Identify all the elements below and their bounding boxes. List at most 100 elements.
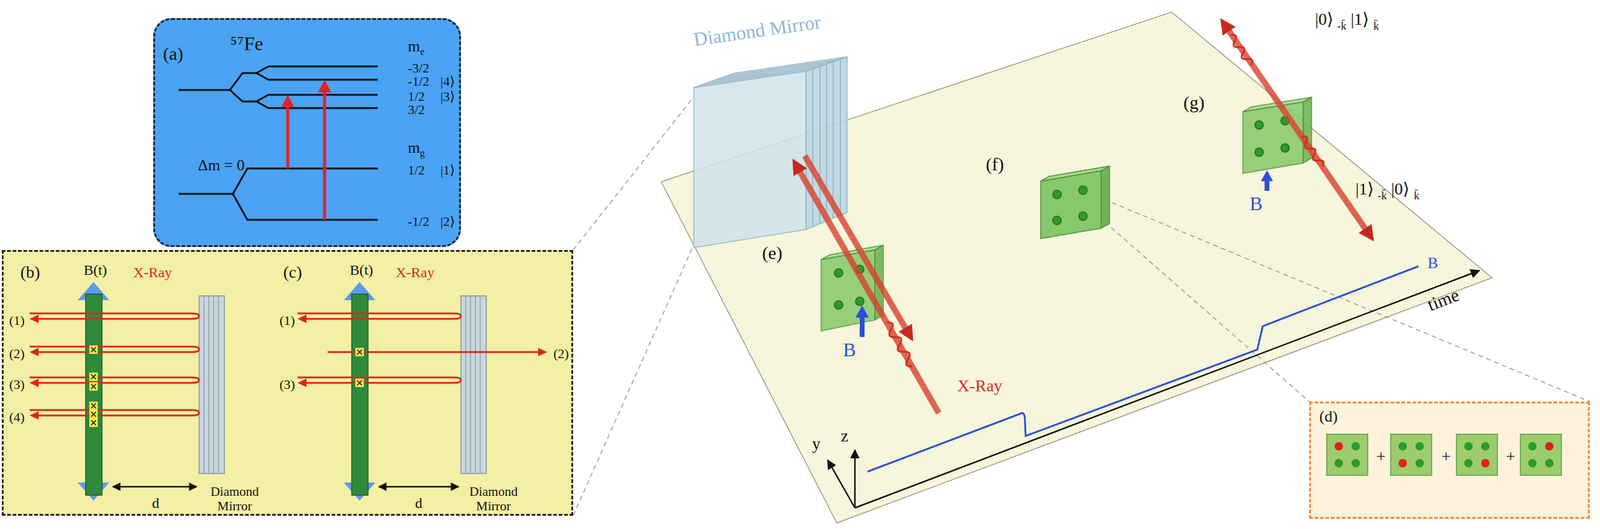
field-label-slot: B(t): [349, 261, 374, 278]
spin-projection: -1/2: [407, 214, 429, 229]
panel-tag: (f): [985, 153, 1004, 174]
spin-projection: -3/2: [407, 60, 429, 76]
field-label: B: [1249, 193, 1263, 215]
callout-number: (2): [9, 346, 25, 361]
beam-label: X-Ray: [395, 264, 435, 280]
quantum-number: m: [407, 38, 420, 56]
beam-label-slot: X-Ray: [395, 264, 435, 280]
state-ket-slot: |3⟩: [440, 89, 455, 104]
panel: (d) + + +: [1309, 401, 1590, 519]
photon-marks: [89, 345, 364, 427]
cavity-panels: [1, 249, 574, 516]
selection-rule: Δm = 0: [197, 156, 245, 175]
plus-sign-slot: +: [1441, 447, 1451, 466]
mode-subscript: k̄: [1414, 190, 1420, 203]
panel-tag: (e): [761, 242, 782, 263]
axis-label-slot: y: [812, 434, 821, 454]
panel-tag: (a): [162, 43, 183, 64]
mode-subscript: k̄: [1373, 20, 1380, 33]
quantum-subscript-slot: e: [419, 46, 425, 58]
selection-rule-slot: Δm = 0: [197, 156, 245, 175]
callout-number: (1): [9, 313, 25, 328]
state-ket-slot: |1⟩: [1355, 179, 1375, 199]
plus-sign: +: [1505, 447, 1516, 466]
callout-number-slot: (3): [9, 377, 25, 392]
plus-sign: +: [1441, 447, 1451, 466]
callout-number-slot: (2): [553, 346, 569, 361]
quantum-subscript: e: [419, 46, 425, 58]
field-arrows: [855, 170, 1274, 337]
field-label-slot: B: [842, 339, 856, 361]
panel-tag-slot: (b): [20, 263, 41, 282]
state-ket: |0⟩: [1391, 179, 1410, 199]
state-ket-slot: |1⟩: [440, 162, 455, 178]
field-label: B(t): [83, 261, 108, 278]
beam-label-slot: X-Ray: [133, 264, 172, 280]
state-ket: |0⟩: [1315, 10, 1334, 29]
spin-projection-slot: -3/2: [407, 60, 429, 76]
panel: (b) B(t) X-Ray (1) (2) (3) (4) d Diamond Mirror (…: [1, 249, 574, 516]
field-label: B(t): [349, 261, 374, 278]
panel: (a)⁵⁷Feme-3/2-1/2|4⟩1/2|3⟩3/2Δm = 0mg1/2…: [153, 18, 461, 247]
beam-label: X-Ray: [957, 376, 1003, 396]
panel-tag-slot: (g): [1183, 92, 1205, 113]
spin-projection-slot: 1/2: [407, 162, 425, 178]
state-ket: |2⟩: [440, 214, 455, 229]
panel-tag: (g): [1183, 92, 1205, 113]
panel-tag-slot: (d): [1319, 407, 1338, 426]
state-ket: |4⟩: [440, 74, 455, 89]
state-ket-slot: |1⟩: [1350, 10, 1370, 29]
field-label: B: [1427, 254, 1438, 273]
state-ket-slot: |0⟩: [1391, 179, 1410, 199]
callout-number: (4): [9, 409, 25, 425]
callout-number-slot: (1): [9, 313, 25, 328]
callout-number-slot: (3): [279, 377, 296, 392]
spin-projection: 3/2: [407, 102, 425, 118]
mirror-label: Diamond Mirror: [465, 484, 522, 513]
callout-number: (2): [553, 346, 569, 361]
axis-label: y: [812, 434, 821, 454]
callout-number-slot: (1): [279, 313, 296, 328]
plus-sign-slot: +: [1376, 447, 1386, 466]
quantum-number-slot: m: [407, 38, 420, 56]
dimension-label: d: [415, 494, 423, 511]
plus-sign-slot: +: [1505, 447, 1516, 466]
field-label-slot: B: [1249, 193, 1263, 215]
mode-subscript-slot: -k̄: [1377, 190, 1388, 203]
callout-number-slot: (2): [9, 346, 25, 361]
state-ket: |1⟩: [1355, 179, 1375, 199]
spin-projection: 1/2: [407, 89, 425, 104]
spin-projection-slot: -1/2: [407, 74, 429, 89]
isotope-label: ⁵⁷Fe: [230, 33, 264, 55]
axis-label: z: [841, 426, 849, 446]
superposition-panel: [1309, 401, 1590, 519]
sample-f: [1040, 165, 1110, 239]
spin-projection-slot: -1/2: [407, 214, 429, 229]
quantum-number: m: [407, 139, 420, 157]
spin-projection-slot: 1/2: [407, 89, 425, 104]
panel-tag-slot: (e): [761, 242, 782, 263]
mode-subscript: -k̄: [1337, 20, 1347, 33]
dimension-label-slot: d: [152, 494, 160, 511]
panel-tag: (b): [20, 263, 41, 282]
axis-label-slot: z: [841, 426, 849, 446]
state-ket-slot: |0⟩: [1315, 10, 1334, 29]
mirror-label: Diamond Mirror: [692, 11, 822, 51]
mirror-label: Diamond Mirror: [206, 484, 263, 513]
mode-subscript: -k̄: [1377, 190, 1388, 203]
callout-number-slot: (4): [9, 409, 25, 425]
beam-label-slot: X-Ray: [957, 376, 1003, 396]
mode-subscript-slot: -k̄: [1337, 20, 1347, 33]
isotope-label-slot: ⁵⁷Fe: [230, 33, 264, 55]
mode-subscript-slot: k̄: [1414, 190, 1420, 203]
dimension-label-slot: d: [415, 494, 423, 511]
callout-number: (3): [9, 377, 25, 392]
state-ket-slot: |2⟩: [440, 214, 455, 229]
plus-sign: +: [1376, 447, 1386, 466]
spin-projection-slot: 3/2: [407, 102, 425, 118]
state-ket-slot: |4⟩: [440, 74, 455, 89]
quantum-number-slot: m: [407, 139, 420, 157]
mode-subscript-slot: k̄: [1373, 20, 1380, 33]
